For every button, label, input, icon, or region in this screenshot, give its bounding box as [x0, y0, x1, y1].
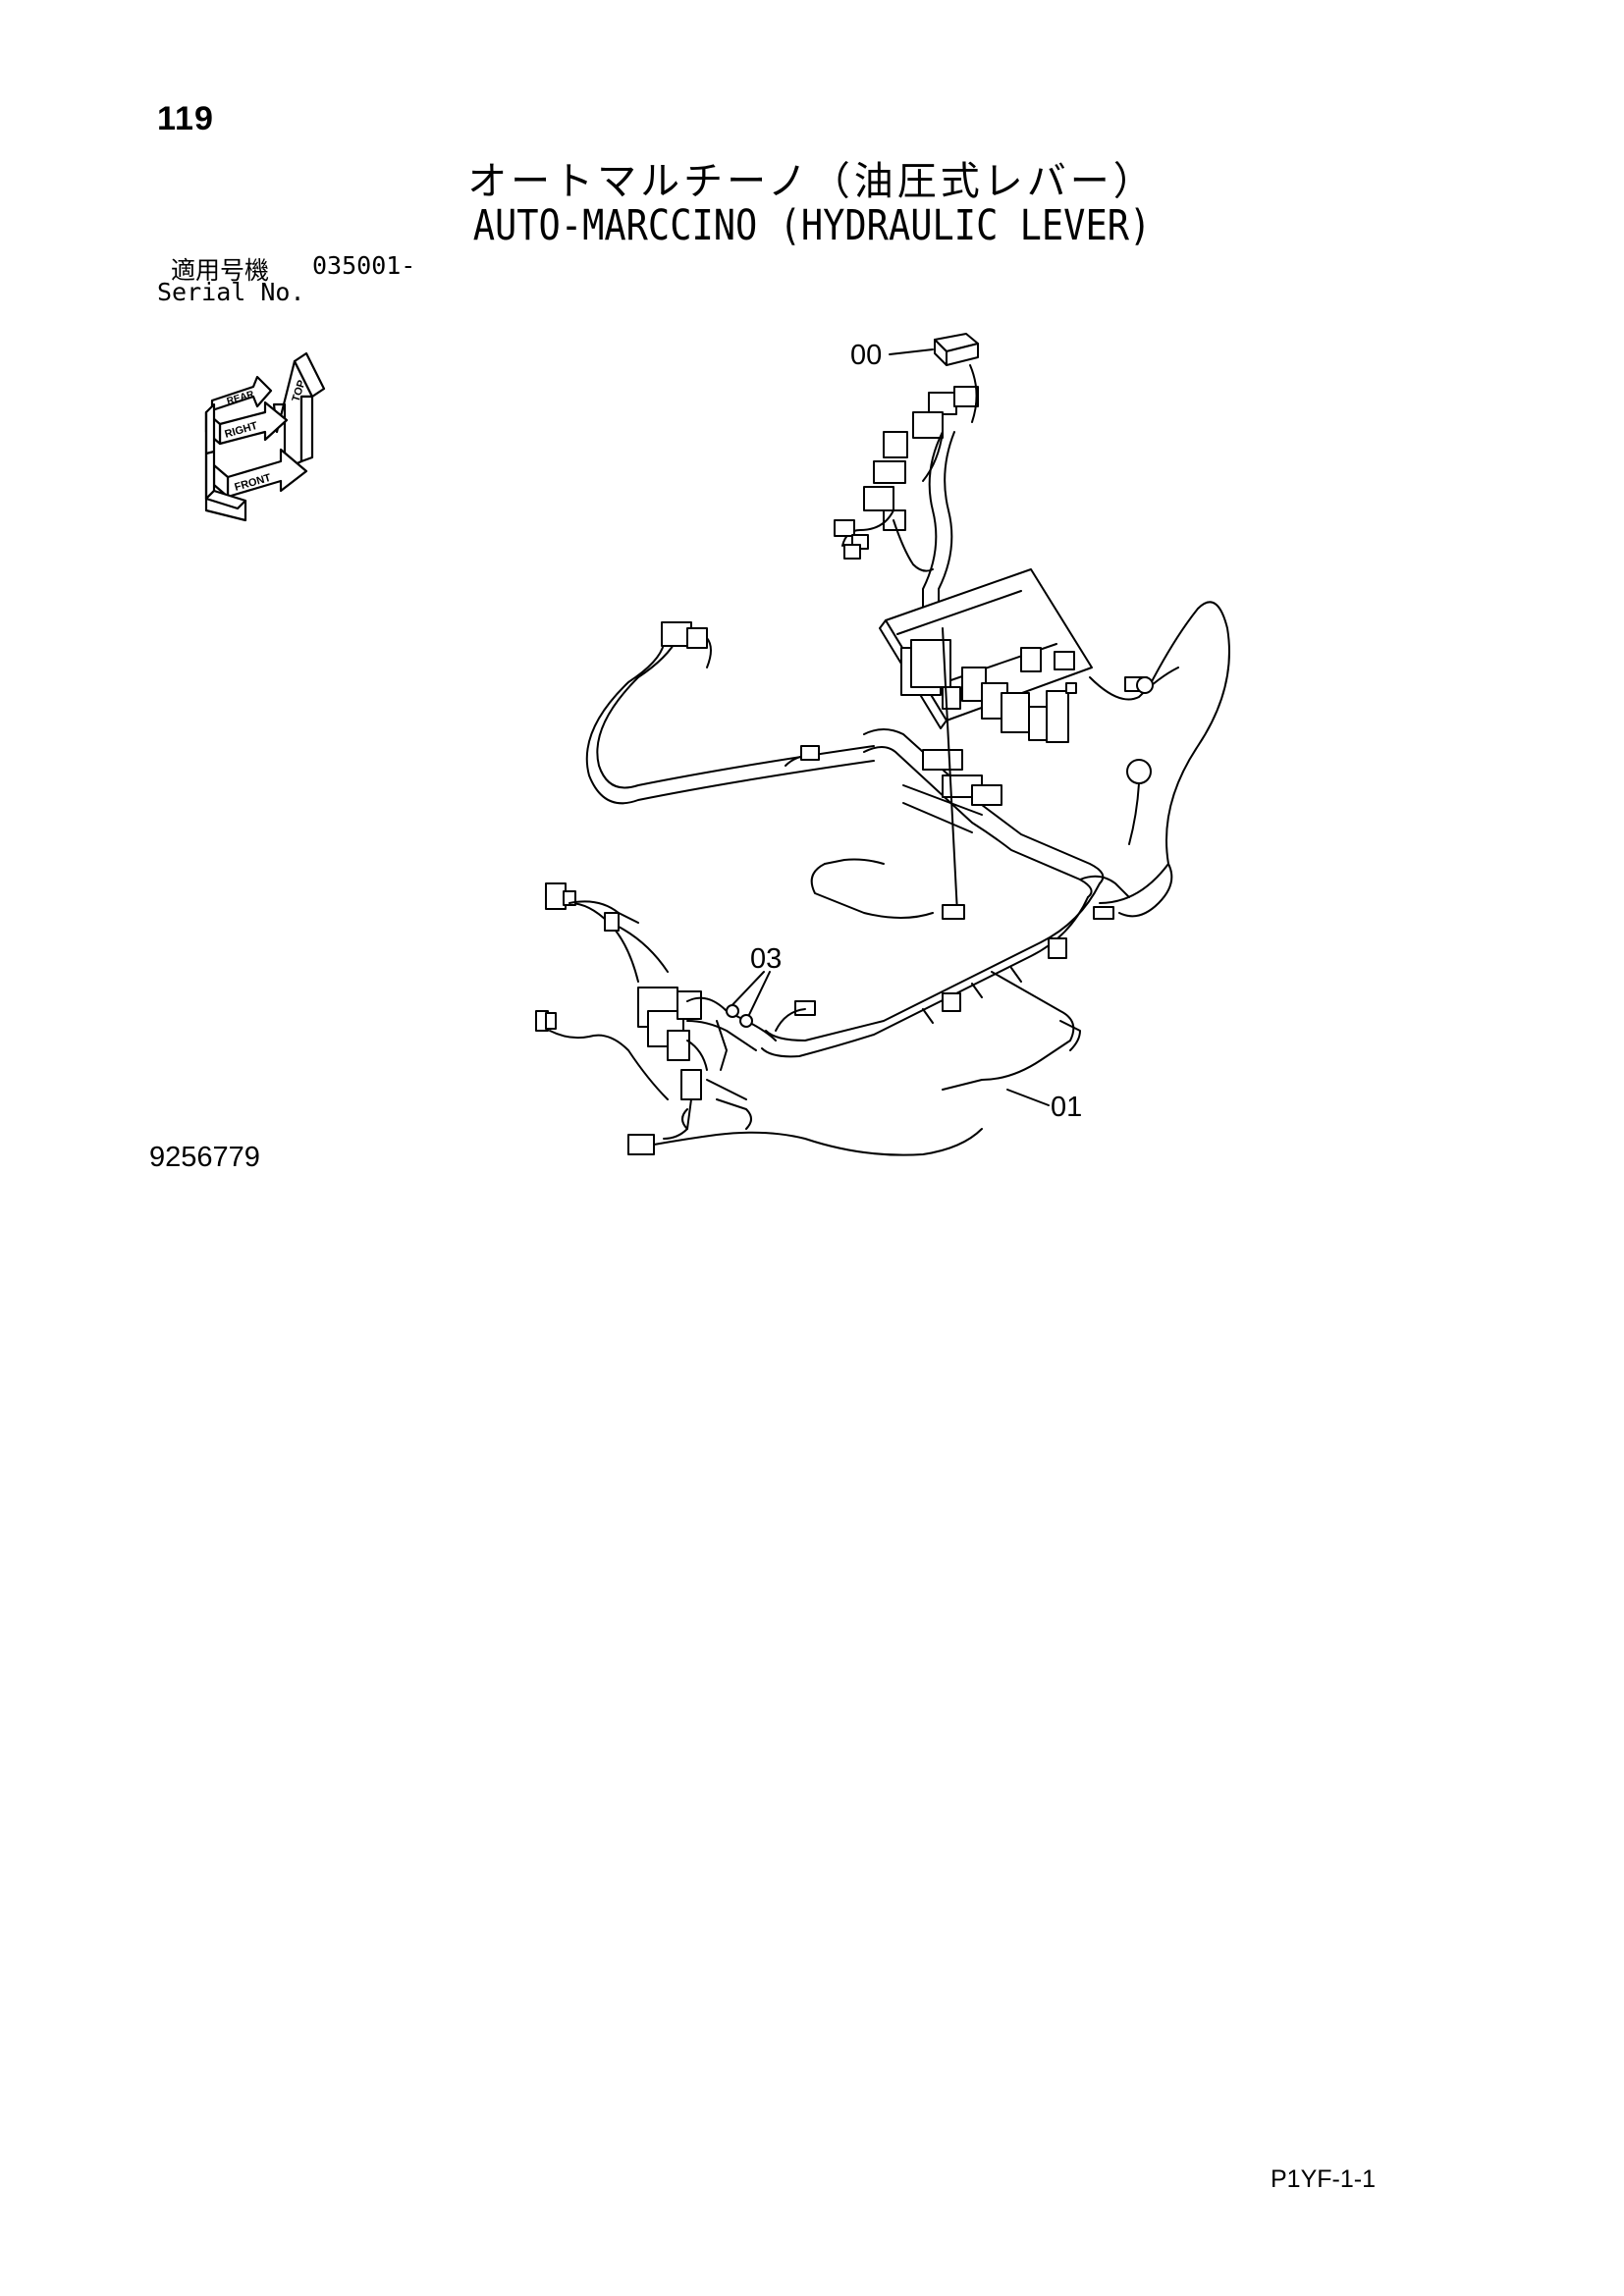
top-arrow-icon: TOP	[272, 351, 326, 471]
serial-label-japanese: 適用号機	[171, 256, 270, 285]
left-harness-branch	[585, 621, 875, 805]
page-number: 119	[157, 100, 214, 137]
serial-label-english: Serial No.	[157, 278, 305, 306]
leader-line-00	[889, 348, 934, 355]
callout-00: 00	[850, 340, 883, 371]
left-connector-cluster	[637, 987, 816, 1071]
title-japanese: オートマルチーノ（油圧式レバー）	[467, 159, 1157, 204]
lower-duct	[761, 882, 1101, 1058]
callout-01: 01	[1051, 1092, 1083, 1123]
rear-arrow-icon: REAR	[210, 375, 273, 412]
main-duct	[863, 728, 1130, 898]
upper-connector-cluster	[834, 364, 979, 560]
switch-component	[934, 333, 979, 366]
serial-number-value: 035001-	[312, 251, 416, 280]
title-english: AUTO-MARCCINO (HYDRAULIC LEVER)	[472, 200, 1152, 250]
front-arrow-icon: FRONT	[212, 448, 308, 499]
leader-line-01	[1006, 1089, 1050, 1106]
callout-03: 03	[750, 943, 783, 975]
relay-panel	[879, 568, 1093, 743]
loop-cable	[810, 627, 1081, 1091]
drawing-number: 9256779	[149, 1142, 260, 1173]
lower-left-branch	[535, 1010, 983, 1156]
page-code: P1YF-1-1	[1271, 2165, 1376, 2193]
leader-line-03b	[745, 971, 771, 1022]
upper-left-branch	[545, 882, 669, 983]
